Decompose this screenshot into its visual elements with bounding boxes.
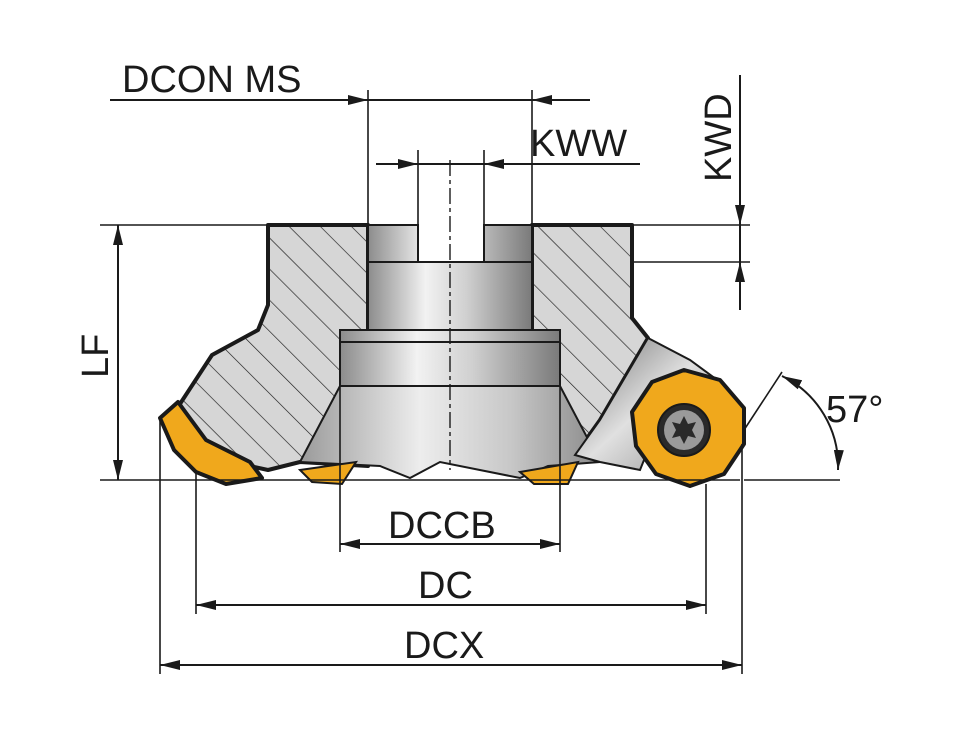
inserts <box>158 368 746 488</box>
label-angle: 57° <box>826 389 883 431</box>
label-kww: KWW <box>530 123 627 165</box>
label-dcx: DCX <box>404 625 484 667</box>
label-dc: DC <box>418 565 473 607</box>
insert-bottom-left <box>297 460 359 486</box>
dim-kww: KWW <box>376 123 640 225</box>
dim-dccb: DCCB <box>339 386 561 552</box>
label-kwd: KWD <box>698 93 740 182</box>
dim-kwd: KWD <box>632 75 750 310</box>
key-slot <box>367 224 533 263</box>
label-dcon-ms: DCON MS <box>122 59 301 101</box>
dim-angle: 57° <box>743 371 883 481</box>
dim-dcx: DCX <box>159 418 743 674</box>
dim-lf: LF <box>75 224 740 481</box>
label-lf: LF <box>75 334 117 378</box>
label-dccb: DCCB <box>388 505 496 547</box>
dim-dcon-ms: DCON MS <box>110 59 590 225</box>
insert-left <box>158 400 264 486</box>
dim-dc: DC <box>195 472 707 614</box>
torx-screw-icon <box>657 403 711 457</box>
